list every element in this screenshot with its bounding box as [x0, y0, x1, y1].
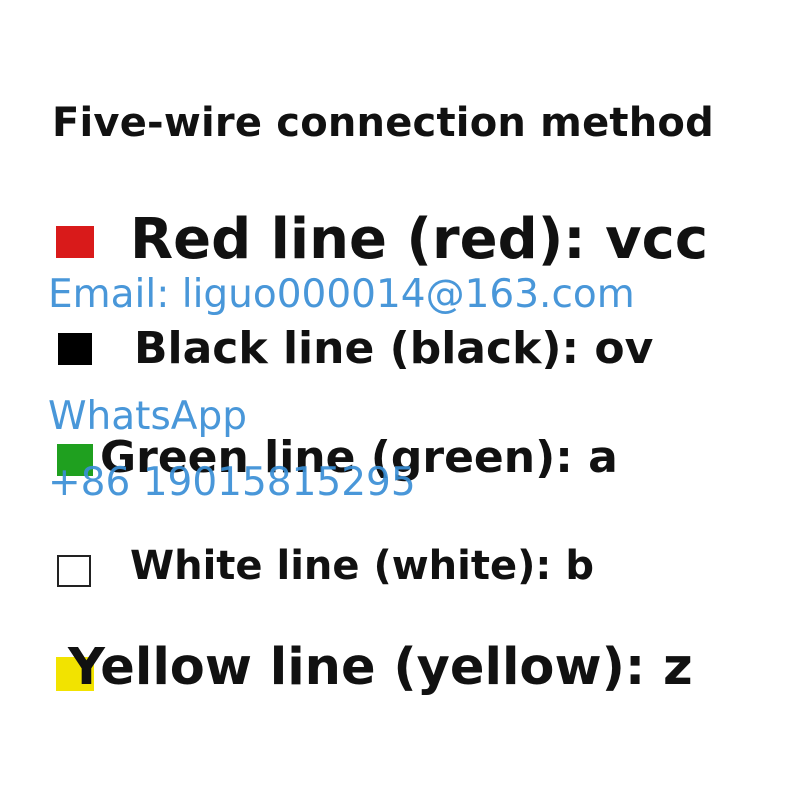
black-line-label: Black line (black): ov: [134, 323, 654, 374]
red-swatch-icon: [56, 226, 94, 258]
red-line-label: Red line (red): vcc: [130, 207, 709, 272]
page-title: Five-wire connection method: [52, 100, 714, 146]
watermark-phone: +86 19015815295: [48, 460, 416, 505]
black-swatch-icon: [58, 333, 92, 365]
green-line-label: Green line (green): a: [100, 432, 618, 483]
white-line-label: White line (white): b: [130, 543, 594, 589]
green-swatch-icon: [57, 444, 93, 476]
watermark-whatsapp-label: WhatsApp: [48, 394, 247, 439]
white-swatch-icon: [57, 555, 91, 587]
yellow-swatch-icon: [56, 657, 94, 691]
watermark-email: Email: liguo000014@163.com: [48, 272, 635, 317]
yellow-line-label: Yellow line (yellow): z: [68, 638, 693, 697]
